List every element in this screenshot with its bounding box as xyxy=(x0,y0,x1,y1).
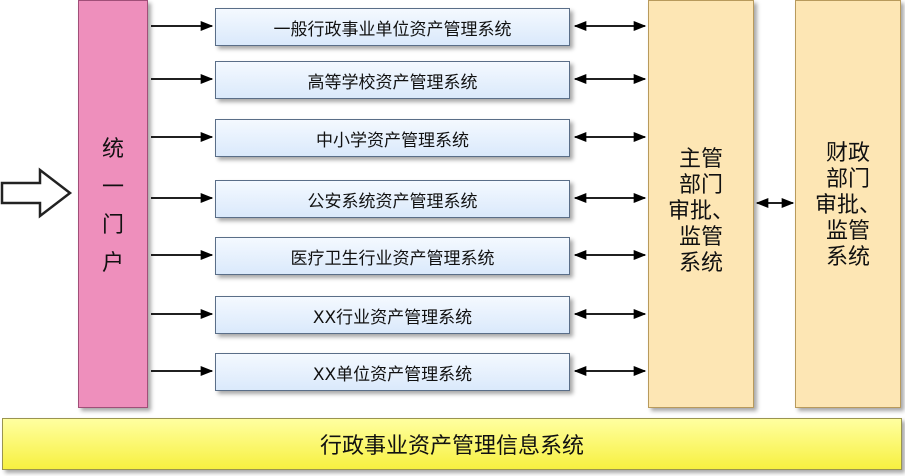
finance-line: 财政 xyxy=(825,141,870,166)
dept-line: 监管 xyxy=(678,225,723,250)
finance-approval-box: 财政 部门 审批、 监管 系统 xyxy=(795,0,901,408)
finance-line: 监管 xyxy=(825,219,870,244)
system-box-medical: 医疗卫生行业资产管理系统 xyxy=(215,237,570,275)
finance-line: 系统 xyxy=(825,245,870,270)
system-box-industry: XX行业资产管理系统 xyxy=(215,296,570,334)
system-box-school: 中小学资产管理系统 xyxy=(215,119,570,157)
portal-char: 户 xyxy=(101,251,124,276)
dept-line: 系统 xyxy=(678,251,723,276)
system-box-general: 一般行政事业单位资产管理系统 xyxy=(215,8,570,46)
portal-char: 统 xyxy=(101,137,124,162)
dept-line: 部门 xyxy=(678,173,723,198)
portal-char: 门 xyxy=(101,213,124,238)
system-box-university: 高等学校资产管理系统 xyxy=(215,61,570,99)
dept-approval-box: 主管 部门 审批、 监管 系统 xyxy=(648,0,754,408)
system-box-unit: XX单位资产管理系统 xyxy=(215,353,570,391)
unified-portal: 统 一 门 户 xyxy=(78,0,148,408)
input-arrow-icon xyxy=(0,167,73,219)
portal-char: 一 xyxy=(101,175,124,200)
dept-line: 审批、 xyxy=(667,199,734,224)
finance-line: 部门 xyxy=(825,167,870,192)
dept-line: 主管 xyxy=(678,147,723,172)
info-system-bar: 行政事业资产管理信息系统 xyxy=(2,418,902,470)
system-box-police: 公安系统资产管理系统 xyxy=(215,180,570,218)
finance-line: 审批、 xyxy=(814,193,881,218)
